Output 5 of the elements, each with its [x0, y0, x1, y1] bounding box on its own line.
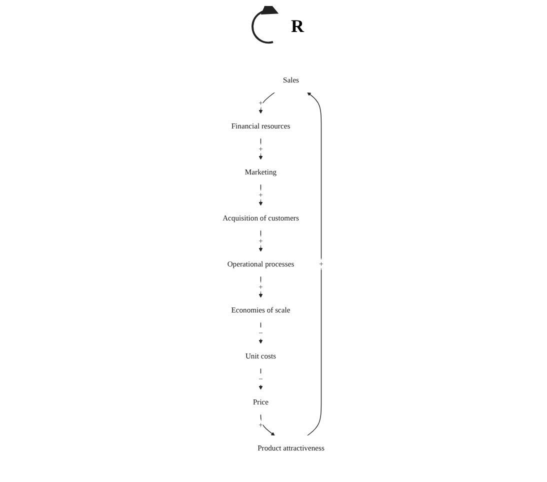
arrow: [258, 368, 263, 390]
arrow: [306, 92, 322, 436]
loop-label: R: [291, 16, 304, 36]
arrow: [260, 414, 275, 436]
arrow: [258, 322, 263, 344]
